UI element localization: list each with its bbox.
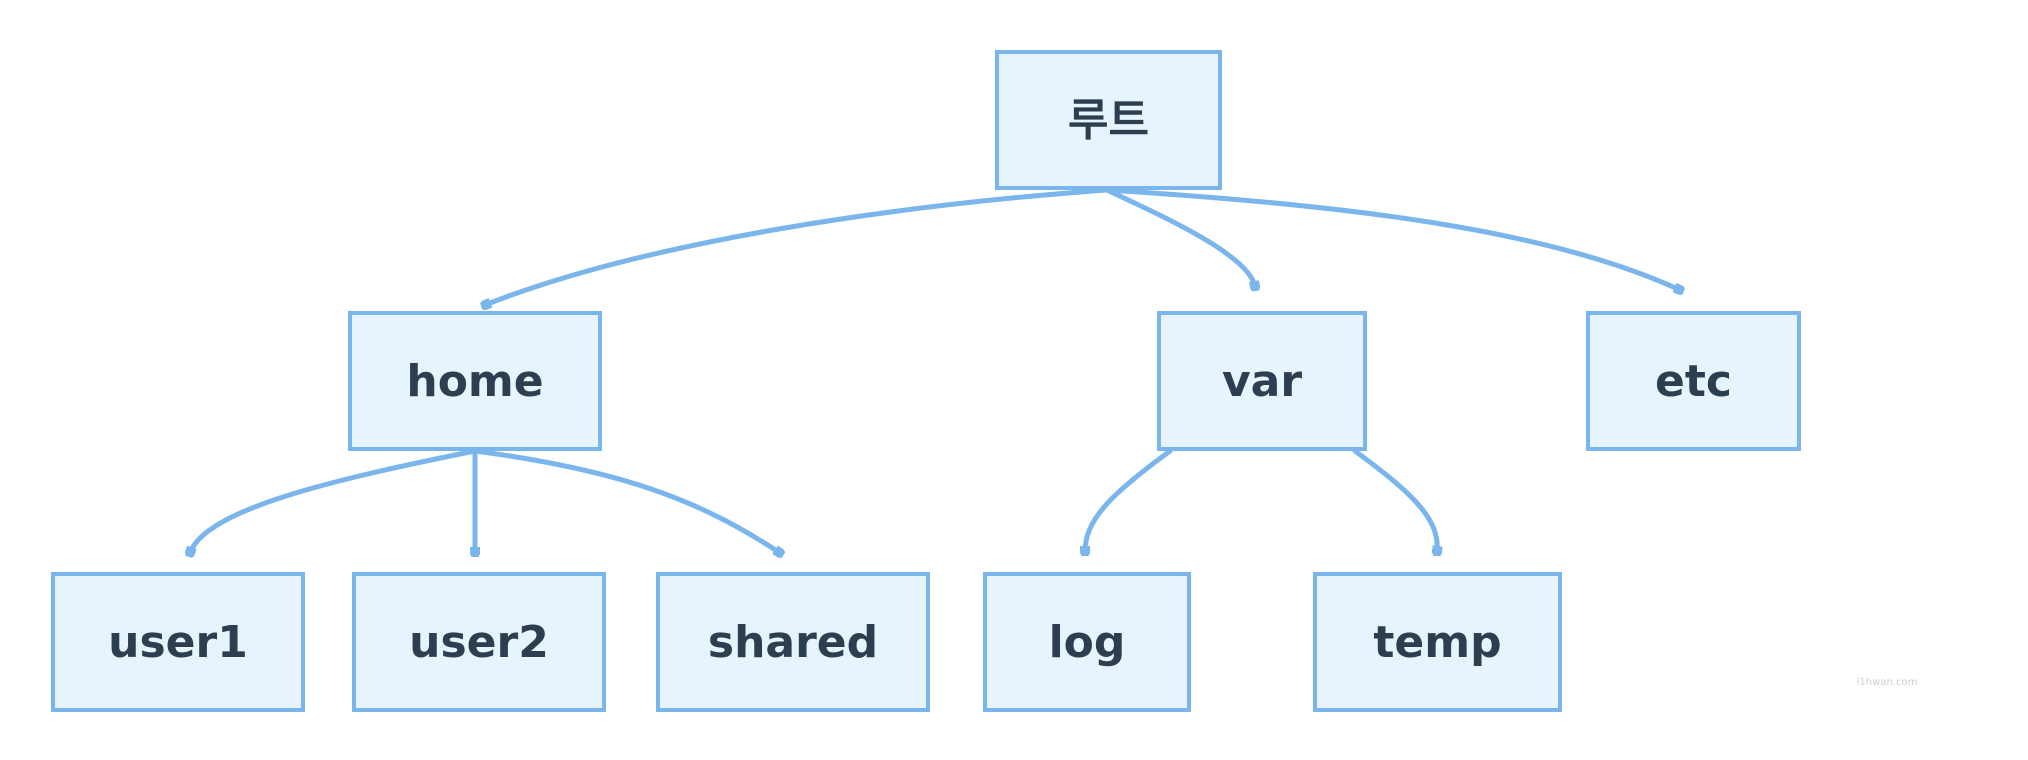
node-log: log bbox=[983, 572, 1191, 712]
node-box bbox=[352, 572, 606, 712]
node-label: var bbox=[1222, 356, 1302, 407]
node-box bbox=[995, 50, 1222, 190]
edge-line bbox=[1085, 448, 1173, 552]
edge-root-to-home bbox=[485, 187, 1110, 305]
node-box bbox=[656, 572, 930, 712]
edge-home-to-user1 bbox=[190, 448, 478, 553]
edge-home-to-shared bbox=[472, 448, 780, 553]
nodes-layer: 루트 home var etc user1 user2 shared log temp bbox=[51, 50, 1801, 712]
edge-line bbox=[1104, 187, 1680, 290]
edge-line bbox=[1104, 187, 1255, 287]
node-box bbox=[983, 572, 1191, 712]
node-root: 루트 bbox=[995, 50, 1222, 190]
edge-var-to-temp bbox=[1352, 448, 1437, 552]
node-box bbox=[51, 572, 305, 712]
edge-var-to-log bbox=[1085, 448, 1173, 552]
node-box bbox=[1157, 311, 1367, 451]
edge-line bbox=[472, 448, 780, 553]
node-label: etc bbox=[1655, 356, 1732, 407]
node-home: home bbox=[348, 311, 602, 451]
node-etc: etc bbox=[1586, 311, 1801, 451]
node-user2: user2 bbox=[352, 572, 606, 712]
node-label: user2 bbox=[409, 617, 549, 668]
watermark-text: i1hwan.com bbox=[1857, 677, 1918, 688]
node-user1: user1 bbox=[51, 572, 305, 712]
node-label: home bbox=[406, 356, 543, 407]
node-label: user1 bbox=[108, 617, 248, 668]
edge-line bbox=[485, 187, 1110, 305]
edge-root-to-etc bbox=[1104, 187, 1680, 290]
node-box bbox=[1586, 311, 1801, 451]
node-var: var bbox=[1157, 311, 1367, 451]
edges-layer bbox=[190, 187, 1680, 553]
edge-root-to-var bbox=[1104, 187, 1255, 287]
edge-line bbox=[1352, 448, 1437, 552]
node-label: log bbox=[1049, 617, 1126, 668]
node-label: 루트 bbox=[1068, 95, 1149, 146]
edge-line bbox=[190, 448, 478, 553]
node-box bbox=[1313, 572, 1562, 712]
node-label: shared bbox=[708, 617, 878, 668]
node-label: temp bbox=[1373, 617, 1501, 668]
node-box bbox=[348, 311, 602, 451]
node-shared: shared bbox=[656, 572, 930, 712]
node-temp: temp bbox=[1313, 572, 1562, 712]
